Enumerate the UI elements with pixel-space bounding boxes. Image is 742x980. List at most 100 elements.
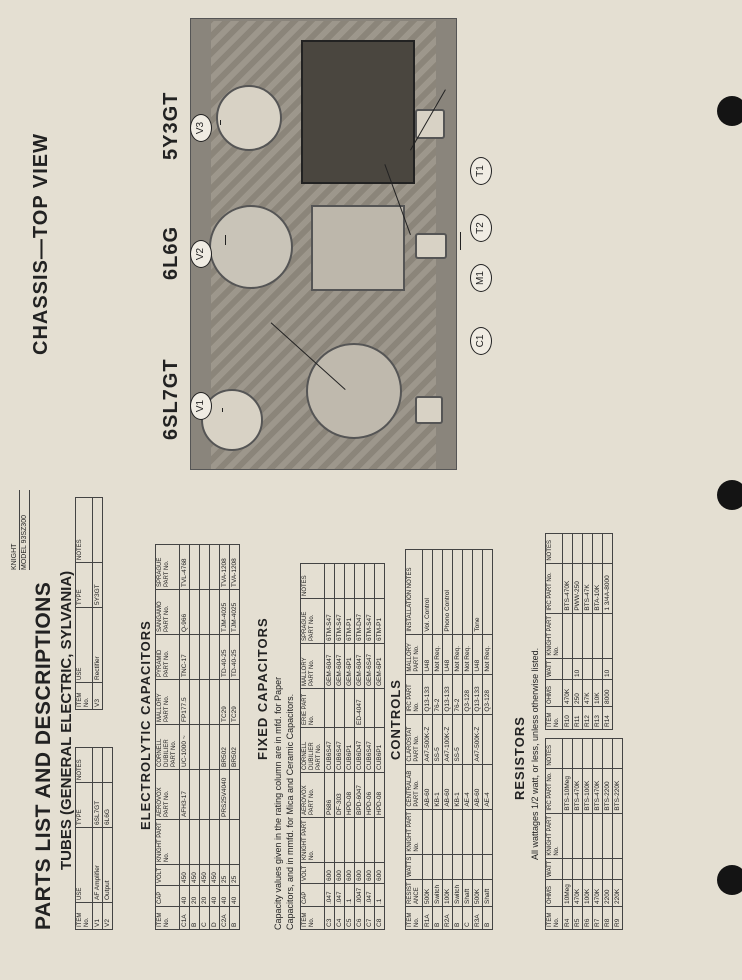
column-header: KNIGHT PART No. — [155, 819, 180, 865]
table-cell — [209, 544, 220, 590]
resistors-note: All wattages 1/2 watt, or less, unless o… — [530, 647, 540, 860]
table-cell — [562, 858, 573, 880]
table-cell: U48 — [472, 634, 483, 675]
table-cell: AF Amplifier — [92, 827, 103, 903]
table-cell: R6 — [582, 906, 593, 930]
table-cell: Switch — [432, 879, 443, 907]
table-cell — [334, 563, 345, 599]
column-header: MALLORY PART No. — [155, 679, 180, 725]
table-cell: 220K — [612, 879, 623, 907]
table-cell — [324, 688, 335, 728]
table-cell: TD-40-25 — [229, 634, 240, 680]
table-cell: 8000 — [602, 679, 613, 707]
column-header: ERIE PART No. — [300, 688, 325, 728]
table-cell: 600 — [334, 862, 345, 884]
model-box: KNIGHT MODEL 93SZ300 — [10, 490, 30, 570]
table-cell: TC29 — [219, 679, 230, 725]
tube-label-v1: 6SL7GT — [160, 358, 182, 440]
column-header: NOTES — [545, 533, 563, 564]
table-cell: R3A — [472, 906, 483, 930]
leader-v2 — [225, 235, 226, 245]
table-cell: 6L6G — [102, 782, 113, 828]
table-cell — [462, 854, 473, 880]
table-cell: V3 — [92, 682, 103, 710]
column-header: USE — [75, 607, 93, 683]
table-cell: BTS-10Meg — [562, 768, 573, 814]
column-header: CAP — [300, 883, 325, 907]
tube-v3 — [216, 85, 282, 151]
table-cell: CUB6P1 — [344, 727, 355, 773]
table-cell: R7 — [592, 906, 603, 930]
table-cell — [612, 858, 623, 880]
table-cell — [364, 688, 375, 728]
table-cell: 20 — [199, 885, 210, 907]
table-cell — [582, 738, 593, 769]
table-cell — [199, 819, 210, 865]
table-cell: KB-1 — [432, 764, 443, 810]
table-cell: AE-4 — [462, 764, 473, 810]
table-cell: 100K — [442, 879, 453, 907]
table-cell: 2200 — [602, 879, 613, 907]
table-cell: BPD-6047 — [354, 772, 365, 818]
chassis-photo — [190, 18, 457, 470]
table-cell — [442, 809, 453, 855]
column-header: USE — [75, 827, 93, 903]
table-cell — [344, 817, 355, 863]
callout-v3: V3 — [190, 114, 212, 142]
electrolytic-title: ELECTROLYTIC CAPACITORS — [138, 620, 153, 830]
leader-v3 — [220, 120, 221, 125]
column-header: AEROVOX PART No. — [155, 769, 180, 820]
table-cell: B — [452, 906, 463, 930]
table-cell: Q13-133 — [422, 674, 433, 715]
table-cell: 40 — [219, 885, 230, 907]
callout-t1: T1 — [470, 157, 492, 185]
table-cell — [452, 809, 463, 855]
table-cell: BR502 — [219, 724, 230, 770]
table-cell: BTS-470K — [562, 563, 573, 614]
table-cell: BTS-470K — [592, 768, 603, 814]
table-cell: 470K — [592, 879, 603, 907]
table-cell: R14 — [602, 706, 613, 730]
chassis-title: CHASSIS—TOP VIEW — [30, 133, 52, 355]
transformer-t1 — [301, 40, 415, 184]
table-cell: TJM-4025 — [219, 589, 230, 635]
table-cell: 6TM-D47 — [354, 598, 365, 644]
table-cell — [602, 738, 613, 769]
table-cell: C4 — [334, 906, 345, 930]
table-cell — [354, 817, 365, 863]
table-cell: B — [432, 906, 443, 930]
table-cell: P686 — [324, 772, 335, 818]
table-cell: GEM-6047 — [354, 643, 365, 689]
table-cell: A47-500K-Z — [472, 714, 483, 765]
column-header: NOTES — [75, 747, 93, 783]
table-cell: GEM-6S47 — [364, 643, 375, 689]
column-header: MALLORY PART No. — [300, 643, 325, 689]
table-cell: B — [482, 906, 493, 930]
table-cell: GEM-6047 — [334, 643, 345, 689]
table-cell: 25 — [229, 864, 240, 886]
column-header: TYPE — [75, 782, 93, 828]
meter-m1 — [415, 233, 447, 259]
table-cell — [462, 809, 473, 855]
table-cell: PWW-250 — [572, 563, 583, 614]
table-cell: CUB6S47 — [364, 727, 375, 773]
table-cell — [482, 549, 493, 635]
table-cell — [482, 714, 493, 765]
table-cell: C7 — [364, 906, 375, 930]
tube-label-v3: 5Y3GT — [160, 91, 182, 160]
table-cell: B — [189, 906, 200, 930]
column-header: NOTES — [300, 563, 325, 599]
callout-m1: M1 — [470, 264, 492, 292]
table-cell: C5 — [344, 906, 355, 930]
